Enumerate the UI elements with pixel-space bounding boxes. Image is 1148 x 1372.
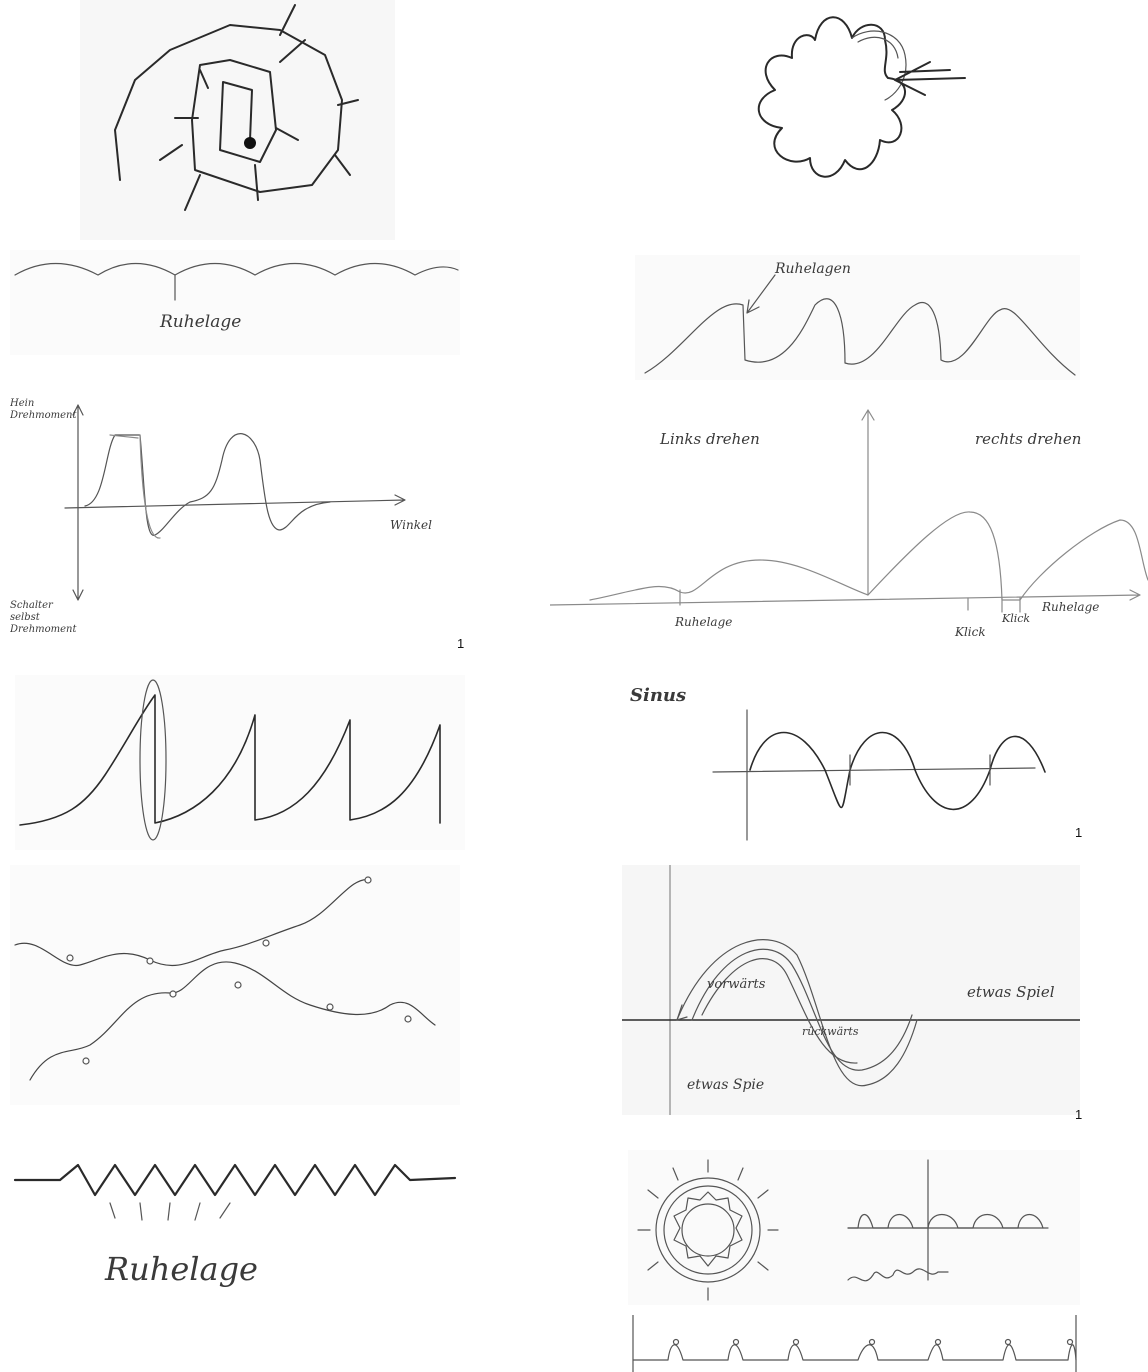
gear-plot-axis [848,1160,1048,1280]
rotation-plot-sketch: Links drehen rechts drehen Ruhelage Klic… [550,400,1148,655]
ruhelage-label: Ruhelage [160,312,241,332]
rotation-curve [590,512,1148,600]
torque-y-axis [73,405,83,600]
gear-plot-lower-curve [848,1269,948,1281]
ramp-dots-sketch [628,1315,1080,1372]
play-right-label: etwas Spiel [967,983,1055,1001]
ruhelage-bumps-sketch: Ruhelage [10,250,460,355]
ruhelage-bumps-drawing [10,250,460,355]
torque-y-bottom-label: Schalter selbst Drehmoment [10,600,85,636]
flower-gear-sketch [720,0,980,200]
ramp-dots-drawing [628,1315,1080,1372]
ruhelagen-waves-drawing [635,255,1080,380]
torque-x-label: Winkel [390,518,432,532]
page-number: 1 [1075,1107,1082,1122]
page-number: 1 [457,636,464,651]
spiral-center-dot [244,137,256,149]
torque-x-axis [65,495,405,508]
spiral-drawing [80,0,395,240]
rotation-rest-left-label: Ruhelage [675,615,732,629]
flower-gear-drawing [720,0,980,200]
torque-plot-sketch: Hein Drehmoment Winkel Schalter selbst D… [10,390,470,655]
rotation-right-label: rechts drehen [975,430,1081,448]
sinus-sketch: Sinus [625,680,1080,845]
play-hysteresis-sketch: vorwärts rückwärts etwas Spiel etwas Spi… [622,865,1080,1115]
gear-plot-upper-curve [848,1215,1043,1229]
torque-curve [85,434,330,536]
ruhelagen-waves-sketch: Ruhelagen [635,255,1080,380]
rotation-rest-right-label: Ruhelage [1042,600,1099,614]
wavy-curves-sketch [10,865,460,1105]
play-left-label: etwas Spie [687,1077,764,1093]
sawtooth-drawing [15,675,465,850]
zigzag-ruhelage-label: Ruhelage [105,1250,258,1288]
play-backward-label: rückwärts [802,1025,858,1038]
spiral-sketch [80,0,395,240]
gear-sketch [628,1150,1080,1305]
rotation-left-label: Links drehen [660,430,760,448]
zigzag-sketch: Ruhelage [10,1140,460,1340]
torque-y-top-label: Hein Drehmoment [10,398,80,422]
rotation-y-axis [862,410,874,595]
sawtooth-sketch [15,675,465,850]
rotation-click-label-1: Klick [955,625,986,639]
sinus-label: Sinus [630,685,686,706]
wavy-curves-drawing [10,865,460,1105]
sinus-x-axis [713,768,1035,772]
gear-drawing [628,1150,1080,1305]
rotation-click-label-2: Klick [1002,612,1030,625]
play-forward-label: vorwärts [707,977,765,992]
ruhelagen-label: Ruhelagen [775,261,851,277]
zigzag-drawing [10,1140,460,1340]
page-number: 1 [1075,825,1082,840]
sinus-drawing [625,680,1080,845]
